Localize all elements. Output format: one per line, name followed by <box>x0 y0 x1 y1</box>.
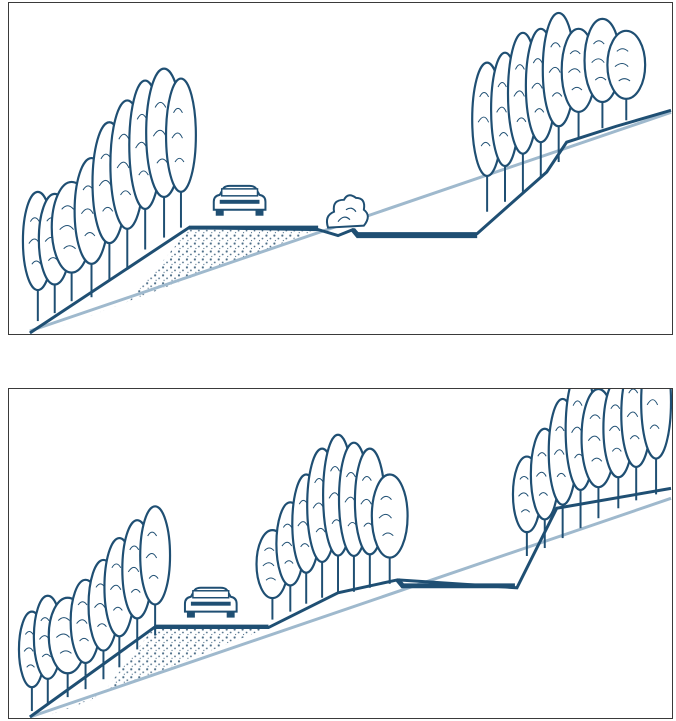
car-icon <box>185 588 237 618</box>
tree-icon <box>372 474 408 583</box>
tree-row-left <box>19 506 170 711</box>
car-icon <box>214 186 266 216</box>
tree-icon <box>166 79 196 228</box>
tree-icon <box>607 31 645 120</box>
cross-section-top <box>8 2 673 335</box>
shrub-icon <box>327 195 368 227</box>
tree-row-middle <box>257 435 408 620</box>
cross-section-bottom <box>8 388 673 719</box>
cross-section-bottom-drawing <box>9 389 672 718</box>
cross-section-top-drawing <box>9 3 672 334</box>
tree-row-right <box>513 389 671 556</box>
tree-icon <box>641 389 671 494</box>
tree-icon <box>140 506 170 635</box>
tree-row-right <box>472 13 645 212</box>
